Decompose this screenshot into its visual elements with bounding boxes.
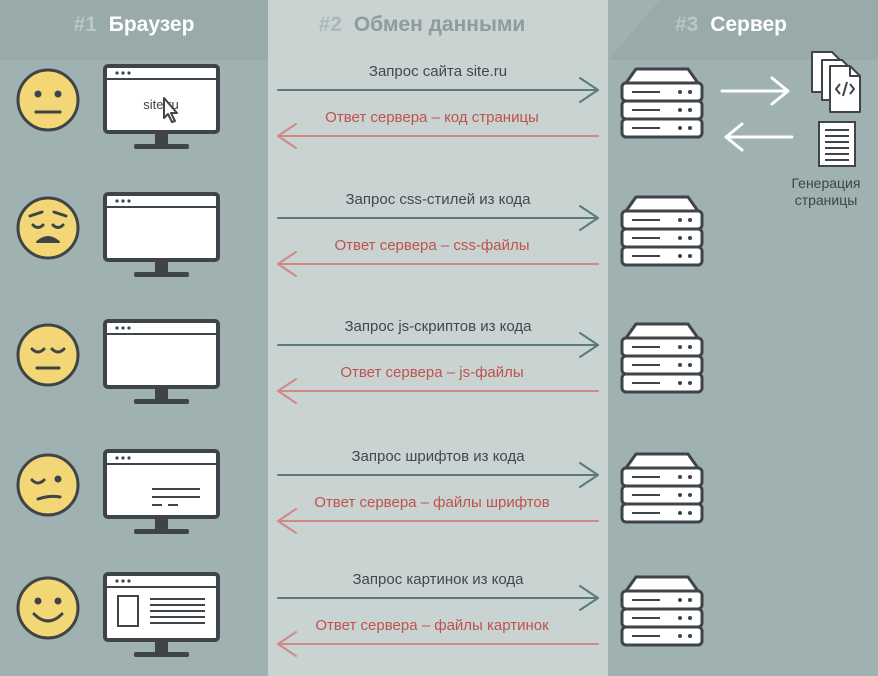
request-label: Запрос css-стилей из кода bbox=[345, 191, 531, 208]
request-label: Запрос шрифтов из кода bbox=[351, 448, 525, 465]
generation-area: Генерация страницы bbox=[720, 51, 861, 208]
header-exchange: #2 Обмен данными bbox=[319, 13, 526, 36]
response-label: Ответ сервера – js-файлы bbox=[340, 364, 523, 381]
server-icon bbox=[620, 322, 704, 394]
response-arrow bbox=[277, 508, 599, 534]
request-label: Запрос js-скриптов из кода bbox=[344, 318, 532, 335]
request-arrow bbox=[277, 77, 599, 103]
request-arrow bbox=[277, 462, 599, 488]
response-arrow bbox=[277, 251, 599, 277]
response-arrow bbox=[277, 123, 599, 149]
response-label: Ответ сервера – файлы шрифтов bbox=[314, 494, 549, 511]
response-arrow bbox=[277, 631, 599, 657]
request-arrow bbox=[277, 332, 599, 358]
monitor-icon bbox=[103, 192, 220, 277]
to-generation-arrow bbox=[720, 76, 790, 106]
response-label: Ответ сервера – файлы картинок bbox=[315, 617, 549, 634]
request-label: Запрос сайта site.ru bbox=[369, 63, 507, 80]
generation-label-1: Генерация bbox=[792, 175, 861, 191]
header-exchange-title: Обмен данными bbox=[354, 13, 526, 36]
response-label: Ответ сервера – код страницы bbox=[325, 109, 539, 126]
face-sleepy-icon bbox=[16, 323, 80, 387]
header-browser-title: Браузер bbox=[109, 13, 195, 36]
response-label: Ответ сервера – css-файлы bbox=[335, 237, 530, 254]
header-server: #3 Сервер bbox=[675, 13, 787, 36]
monitor-icon bbox=[103, 449, 220, 534]
face-neutral-icon bbox=[16, 68, 80, 132]
request-label: Запрос картинок из кода bbox=[353, 571, 525, 588]
face-sad-icon bbox=[16, 196, 80, 260]
header-browser-num: #1 bbox=[74, 13, 98, 36]
header-server-num: #3 bbox=[675, 13, 698, 36]
browser-header-band bbox=[0, 0, 268, 60]
code-files-icon bbox=[811, 51, 861, 113]
header-exchange-num: #2 bbox=[319, 13, 342, 36]
response-arrow bbox=[277, 378, 599, 404]
request-arrow bbox=[277, 205, 599, 231]
server-icon bbox=[620, 67, 704, 139]
header-server-title: Сервер bbox=[710, 13, 787, 36]
header-browser: #1 Браузер bbox=[74, 13, 195, 36]
page-document-icon bbox=[818, 121, 856, 167]
exchange-column-bg bbox=[268, 0, 608, 676]
monitor-icon: site.ru bbox=[103, 64, 220, 149]
request-arrow bbox=[277, 585, 599, 611]
cursor-icon bbox=[163, 97, 178, 123]
server-icon bbox=[620, 452, 704, 524]
face-happy-icon bbox=[16, 576, 80, 640]
face-wink-icon bbox=[16, 453, 80, 517]
monitor-icon bbox=[103, 572, 220, 657]
server-icon bbox=[620, 195, 704, 267]
server-header-band bbox=[608, 0, 878, 60]
server-icon bbox=[620, 575, 704, 647]
generation-label-2: страницы bbox=[795, 192, 858, 208]
monitor-icon bbox=[103, 319, 220, 404]
from-generation-arrow bbox=[724, 122, 794, 152]
